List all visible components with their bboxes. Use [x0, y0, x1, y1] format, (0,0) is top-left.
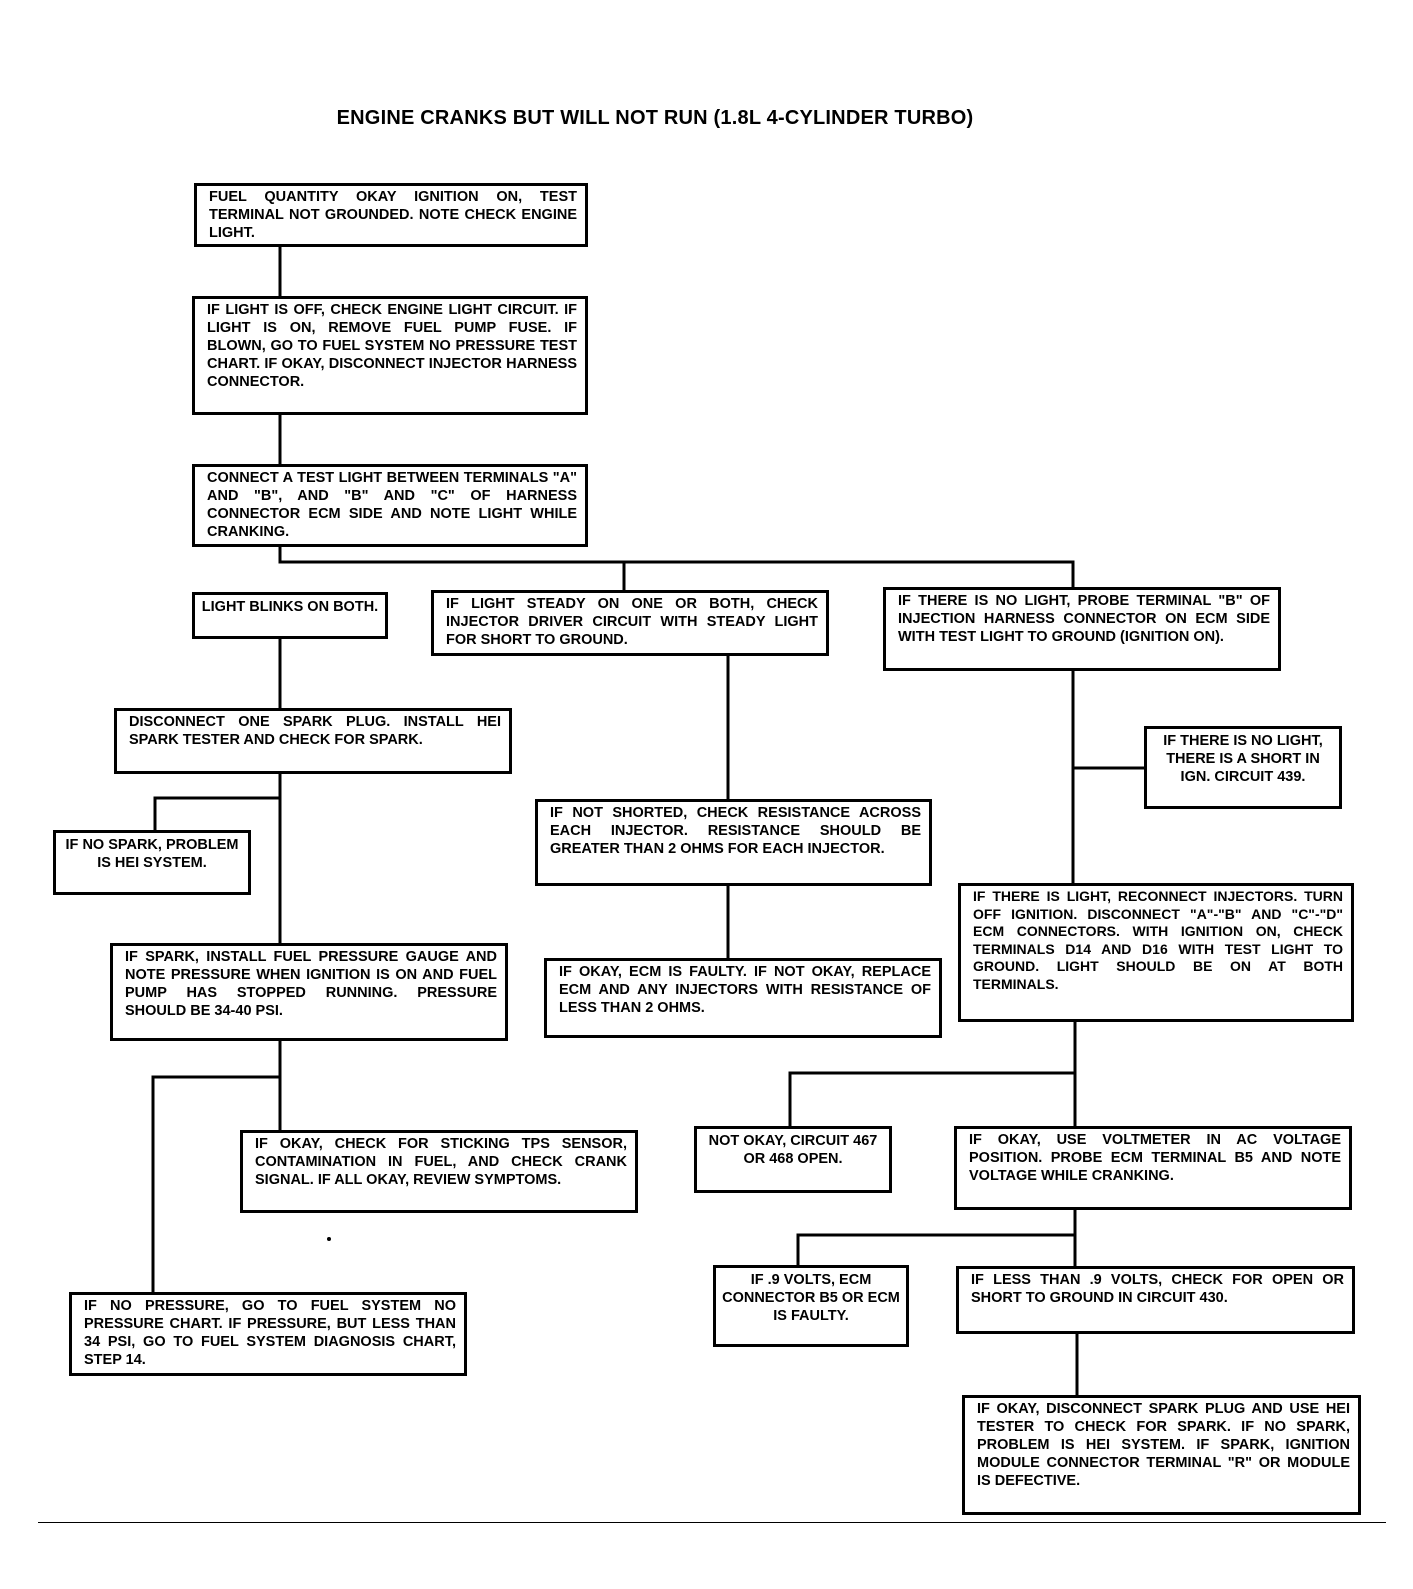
- step-light-blinks: LIGHT BLINKS ON BOTH.: [192, 592, 388, 639]
- result-circuit-open: NOT OKAY, CIRCUIT 467 OR 468 OPEN.: [694, 1126, 892, 1193]
- step-reconnect-injectors: IF THERE IS LIGHT, RECONNECT INJECTORS. …: [958, 883, 1354, 1022]
- step-no-light-probe: IF THERE IS NO LIGHT, PROBE TERMINAL "B"…: [883, 587, 1281, 671]
- result-no-pressure: IF NO PRESSURE, GO TO FUEL SYSTEM NO PRE…: [69, 1292, 467, 1376]
- step-fuel-pressure-gauge: IF SPARK, INSTALL FUEL PRESSURE GAUGE AN…: [110, 943, 508, 1041]
- diagram-title: ENGINE CRANKS BUT WILL NOT RUN (1.8L 4-C…: [336, 107, 974, 129]
- step-voltmeter: IF OKAY, USE VOLTMETER IN AC VOLTAGE POS…: [954, 1126, 1352, 1210]
- step-check-engine-light: IF LIGHT IS OFF, CHECK ENGINE LIGHT CIRC…: [192, 296, 588, 415]
- step-check-circuit-430: IF LESS THAN .9 VOLTS, CHECK FOR OPEN OR…: [956, 1266, 1355, 1334]
- connector-b7-b10: [153, 796, 282, 834]
- connector-b12-b19: [151, 1075, 282, 1296]
- step-initial-check: FUEL QUANTITY OKAY IGNITION ON, TEST TER…: [194, 183, 588, 247]
- result-ecm-faulty: IF OKAY, ECM IS FAULTY. IF NOT OKAY, REP…: [544, 958, 942, 1038]
- result-check-tps: IF OKAY, CHECK FOR STICKING TPS SENSOR, …: [240, 1130, 638, 1213]
- result-ecm-connector-b5: IF .9 VOLTS, ECM CONNECTOR B5 OR ECM IS …: [713, 1265, 909, 1347]
- step-connect-test-light: CONNECT A TEST LIGHT BETWEEN TERMINALS "…: [192, 464, 588, 547]
- step-check-resistance: IF NOT SHORTED, CHECK RESISTANCE ACROSS …: [535, 799, 932, 886]
- step-spark-tester: DISCONNECT ONE SPARK PLUG. INSTALL HEI S…: [114, 708, 512, 774]
- connector-b11-b15: [788, 1071, 1077, 1130]
- step-hei-tester: IF OKAY, DISCONNECT SPARK PLUG AND USE H…: [962, 1395, 1361, 1515]
- result-hei-system: IF NO SPARK, PROBLEM IS HEI SYSTEM.: [53, 830, 251, 895]
- step-light-steady: IF LIGHT STEADY ON ONE OR BOTH, CHECK IN…: [431, 590, 829, 656]
- connector-b16-b17: [796, 1233, 1077, 1269]
- result-short-circuit-439: IF THERE IS NO LIGHT, THERE IS A SHORT I…: [1144, 726, 1342, 809]
- scan-speck: [327, 1237, 331, 1241]
- bottom-rule: [38, 1522, 1386, 1523]
